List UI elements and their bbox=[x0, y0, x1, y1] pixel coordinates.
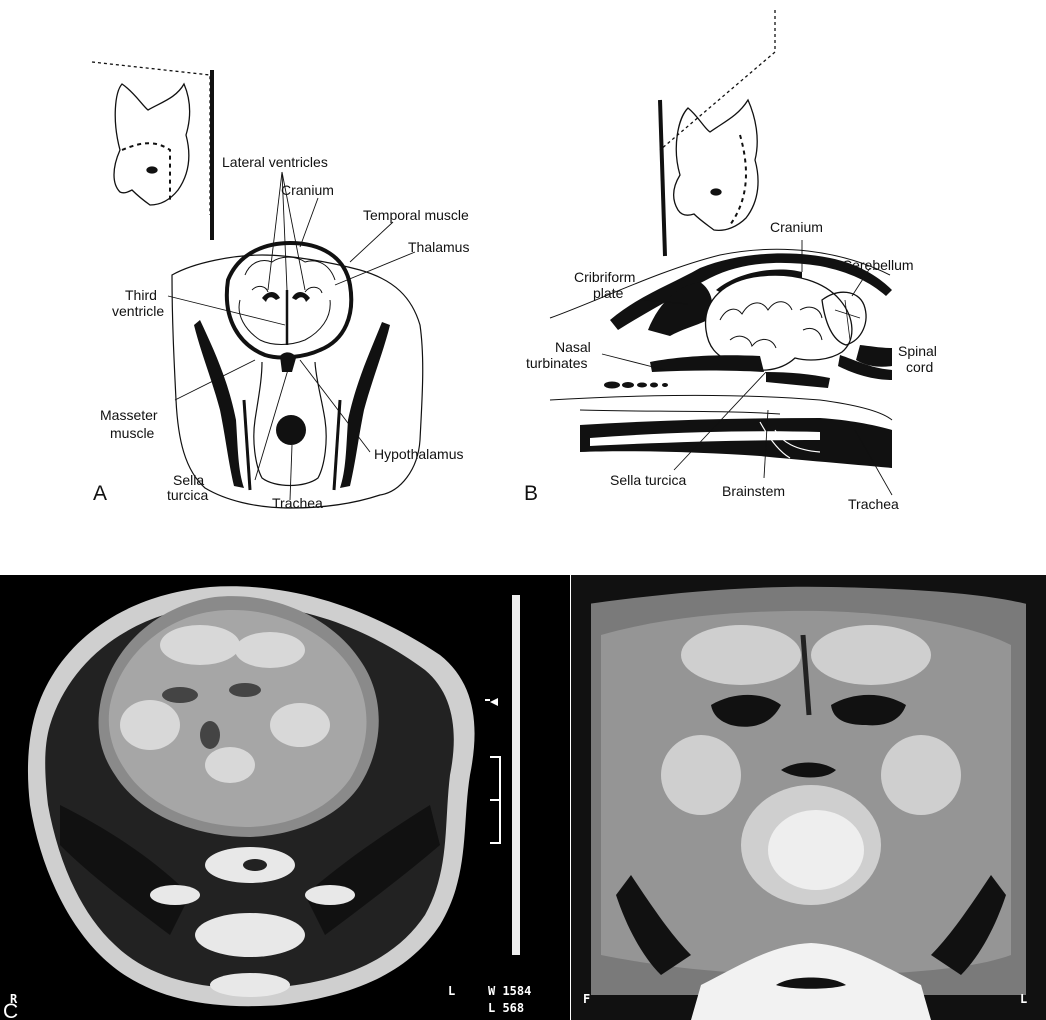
panel-d-dorsal-mri: F L bbox=[571, 575, 1046, 1020]
dog-head-inset-a bbox=[92, 62, 212, 240]
label-hypothalamus: Hypothalamus bbox=[374, 446, 464, 462]
label-lateral-ventricles: Lateral ventricles bbox=[222, 154, 328, 170]
transverse-section-drawing: Lateral ventricles Cranium Temporal musc… bbox=[0, 0, 520, 540]
sagittal-section-drawing: Cranium Cerebellum Cribriform plate Nasa… bbox=[520, 0, 1046, 540]
mri-dorsal-image: F L bbox=[571, 575, 1046, 1020]
label-sella-2: turcica bbox=[167, 487, 208, 503]
mri-c-orientation-left: L bbox=[448, 984, 455, 998]
label-cribriform-1: Cribriform bbox=[574, 269, 635, 285]
label-sella-1: Sella bbox=[173, 472, 204, 488]
mri-c-window: W 1584 bbox=[488, 984, 531, 998]
cranium-shape bbox=[227, 243, 351, 357]
nasal-dots bbox=[604, 382, 668, 389]
mri-c-scale-bar bbox=[485, 595, 520, 955]
label-trachea: Trachea bbox=[272, 495, 323, 511]
label-nasal-2: turbinates bbox=[526, 355, 587, 371]
palate-bar bbox=[650, 355, 764, 372]
jaw-left bbox=[244, 400, 250, 490]
masseter-muscle-right bbox=[340, 322, 390, 488]
label-trachea-b: Trachea bbox=[848, 496, 899, 512]
label-spinal-2: cord bbox=[906, 359, 933, 375]
panel-c-transverse-mri: R L W 1584 L 568 C bbox=[0, 575, 570, 1020]
label-sella-turcica-b: Sella turcica bbox=[610, 472, 686, 488]
label-thalamus: Thalamus bbox=[408, 239, 469, 255]
label-masseter-2: muscle bbox=[110, 425, 155, 441]
hard-palate bbox=[766, 372, 830, 388]
panel-letter-b: B bbox=[524, 482, 538, 505]
mri-c-level: L 568 bbox=[488, 1001, 524, 1015]
label-cerebellum: Cerebellum bbox=[842, 257, 914, 273]
label-cranium: Cranium bbox=[281, 182, 334, 198]
label-nasal-1: Nasal bbox=[555, 339, 591, 355]
panel-a-transverse-diagram: Lateral ventricles Cranium Temporal musc… bbox=[0, 0, 520, 540]
label-cribriform-2: plate bbox=[593, 285, 624, 301]
dog-head-inset-b bbox=[660, 10, 775, 256]
lateral-ventricle-right bbox=[292, 292, 310, 302]
panel-b-sagittal-diagram: Cranium Cerebellum Cribriform plate Nasa… bbox=[520, 0, 1046, 540]
panel-letter-a: A bbox=[93, 482, 107, 505]
mri-d-orientation-left: L bbox=[1020, 992, 1027, 1006]
trachea-shape bbox=[276, 415, 306, 445]
label-brainstem: Brainstem bbox=[722, 483, 785, 499]
mri-d-orientation-right: F bbox=[583, 992, 590, 1006]
label-third-ventricle-1: Third bbox=[125, 287, 157, 303]
label-masseter-1: Masseter bbox=[100, 407, 158, 423]
label-cranium-b: Cranium bbox=[770, 219, 823, 235]
masseter-muscle-left bbox=[194, 320, 244, 488]
label-spinal-1: Spinal bbox=[898, 343, 937, 359]
label-temporal-muscle: Temporal muscle bbox=[363, 207, 469, 223]
lateral-ventricle-left bbox=[262, 292, 280, 302]
label-third-ventricle-2: ventricle bbox=[112, 303, 164, 319]
mri-transverse-image: R L W 1584 L 568 C bbox=[0, 575, 570, 1020]
jaw-right bbox=[334, 400, 340, 490]
panel-letter-c: C bbox=[3, 1000, 18, 1020]
